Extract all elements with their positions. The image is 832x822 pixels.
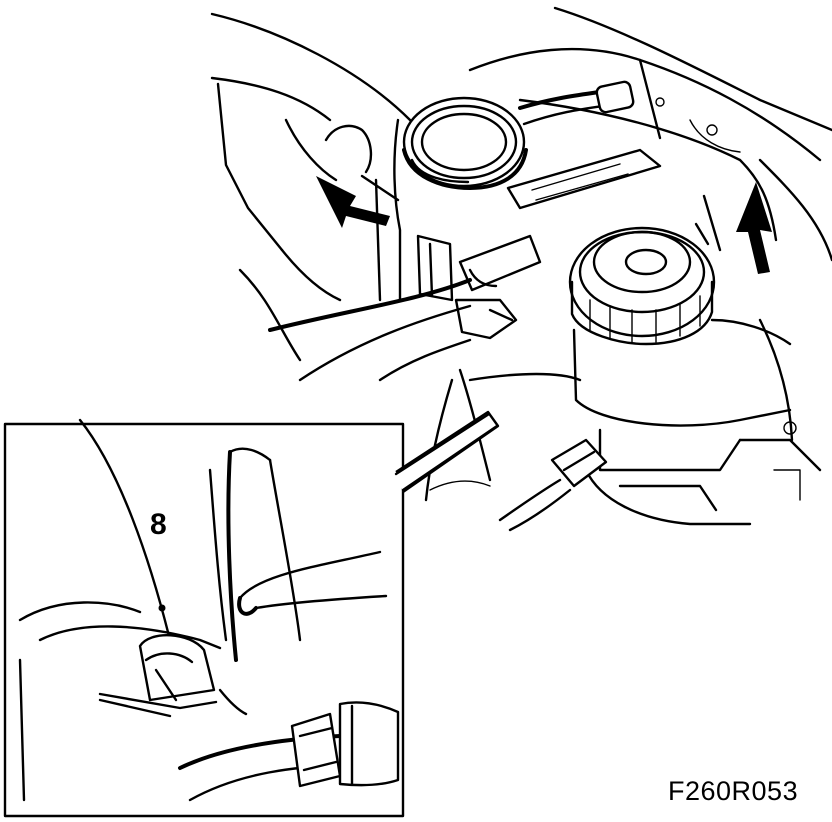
detail-inset: 8 [3, 410, 500, 818]
arrow-right-icon [694, 182, 772, 274]
arrow-left-icon [316, 174, 400, 228]
callout-dot [158, 604, 166, 612]
main-engine-view [210, 6, 832, 532]
figure-code: F260R053 [668, 776, 799, 806]
callout-number-8: 8 [150, 508, 167, 541]
